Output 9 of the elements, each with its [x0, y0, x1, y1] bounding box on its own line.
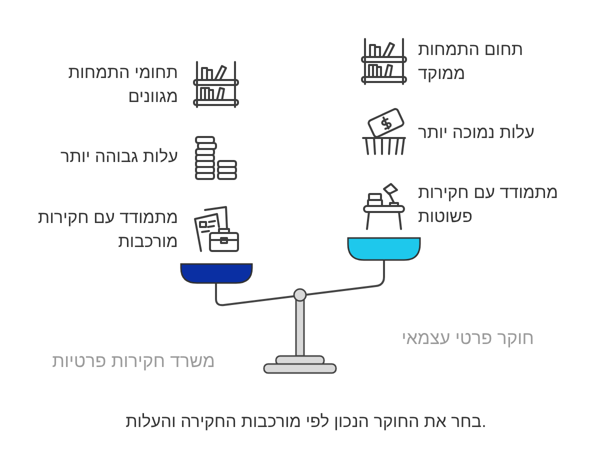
feature-text: עלות נמוכה יותר [418, 122, 535, 144]
option-label: משרד חקירות פרטיות [52, 350, 215, 373]
option-label: חוקר פרטי עצמאי [402, 327, 534, 350]
feature-text: מתמודד עם חקירות פשוטות [418, 182, 560, 228]
feature-text: עלות גבוהה יותר [60, 146, 178, 168]
caption: בחר את החוקר הנכון לפי מורכבות החקירה והעלות. [126, 411, 486, 433]
feature-text: מתמודד עם חקירות מורכבות [36, 207, 178, 253]
feature-text: תחום התמחות ממוקד [418, 39, 524, 85]
feature-text: תחומי התמחות מגוונים [67, 62, 178, 108]
